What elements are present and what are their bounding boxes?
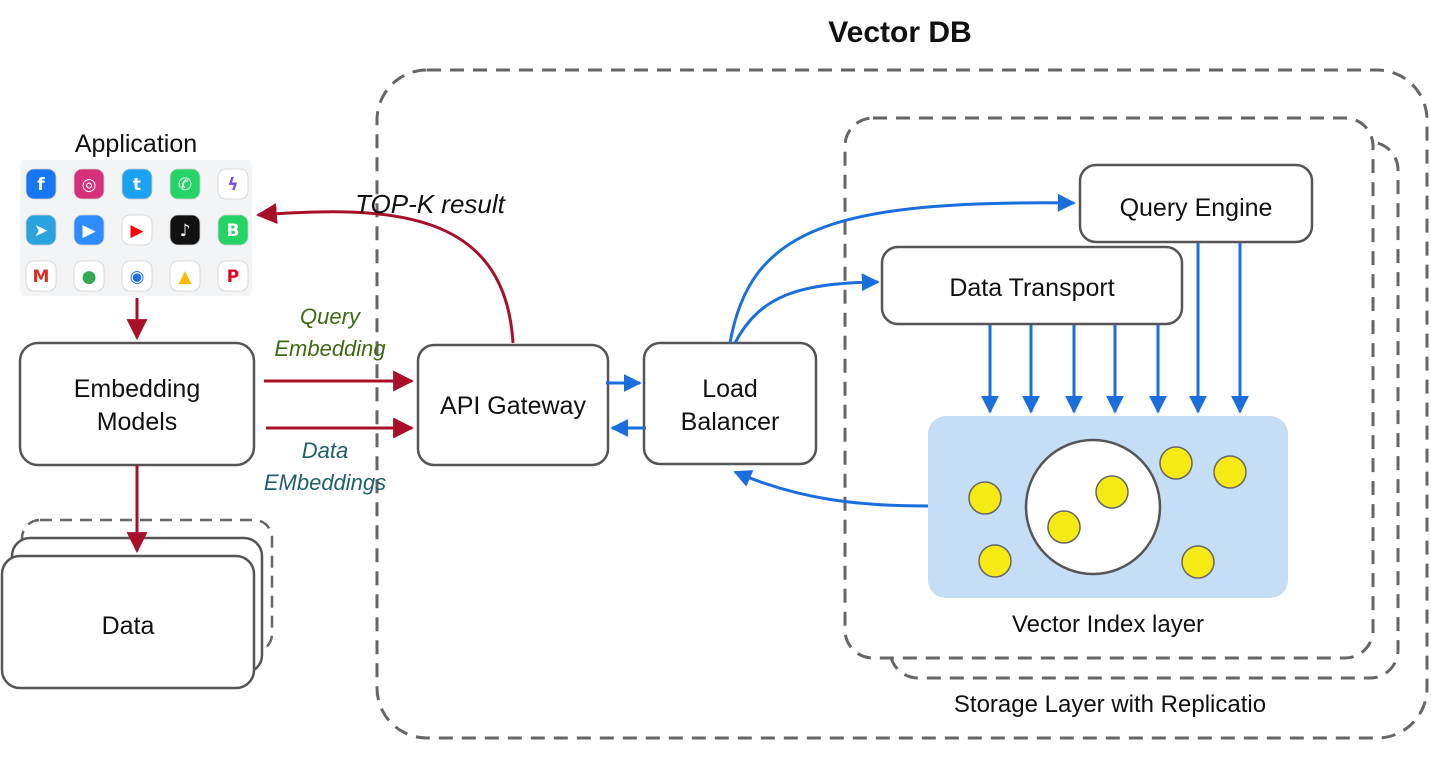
tiktok-icon: ♪	[169, 214, 201, 246]
vector-point	[1213, 455, 1247, 489]
svg-text:▲: ▲	[178, 267, 192, 287]
vector-point	[1181, 545, 1215, 579]
svg-text:◎: ◎	[82, 175, 97, 195]
topk-result-arrow	[255, 203, 515, 344]
svg-text:M: M	[33, 267, 50, 287]
query-engine-label: Query Engine	[1120, 194, 1273, 222]
embedding-models-label-line2: Models	[97, 408, 178, 436]
query-embedding-label-line1: Query	[300, 304, 362, 329]
svg-text:P: P	[227, 267, 239, 287]
vector-db-boundary	[375, 68, 1429, 740]
facebook-icon: f	[25, 168, 57, 200]
index-to-balancer-arrow	[733, 470, 929, 508]
svg-text:▶: ▶	[82, 221, 96, 241]
balancer-to-data-transport-arrow	[733, 273, 880, 344]
svg-text:◉: ◉	[130, 267, 145, 287]
data-embeddings-label-line1: Data	[302, 438, 348, 463]
vector-point	[1159, 446, 1193, 480]
vector-point	[1095, 475, 1129, 509]
balancer-to-query-engine-arrow	[728, 193, 1076, 344]
diagram-title: Vector DB	[828, 16, 971, 49]
vector-point	[968, 481, 1002, 515]
data-transport-node[interactable]	[880, 245, 1184, 326]
zoom-icon: ▶	[73, 214, 105, 246]
twitter-icon: t	[121, 168, 153, 200]
application-icons: f ◎ t ✆ ϟ ➤ ▶ ▶ ♪ B M ● ◉ ▲ P	[25, 168, 249, 292]
data-transport-label: Data Transport	[949, 274, 1114, 302]
storage-layer-label: Storage Layer with Replicatio	[954, 691, 1266, 718]
index-cluster	[1024, 438, 1162, 576]
query-embedding-label-line2: Embedding	[274, 336, 386, 361]
api-gateway-label: API Gateway	[440, 392, 586, 420]
telegram-icon: ➤	[25, 214, 57, 246]
blue-arrows	[606, 193, 1249, 508]
youtube-icon: ▶	[121, 214, 153, 246]
whatsapp-icon: ✆	[169, 168, 201, 200]
instagram-icon: ◎	[73, 168, 105, 200]
gmail-icon: M	[25, 260, 57, 292]
svg-text:➤: ➤	[34, 221, 48, 241]
load-balancer-node[interactable]	[642, 341, 818, 466]
api-gateway-node[interactable]	[416, 343, 610, 467]
query-engine-node[interactable]	[1078, 163, 1314, 244]
embedding-models-label-line1: Embedding	[74, 375, 200, 403]
svg-text:B: B	[227, 221, 240, 241]
data-store-node[interactable]	[0, 554, 256, 690]
whatsapp-business-icon: B	[217, 214, 249, 246]
google-drive-icon: ▲	[169, 260, 201, 292]
vector-index-label: Vector Index layer	[1012, 611, 1204, 638]
google-maps-icon: ●	[73, 260, 105, 292]
vector-point	[1047, 510, 1081, 544]
google-duo-icon: ◉	[121, 260, 153, 292]
load-balancer-label-line1: Load	[702, 375, 758, 403]
svg-text:♪: ♪	[180, 221, 191, 241]
topk-result-label: TOP-K result	[355, 189, 507, 219]
svg-text:●: ●	[82, 267, 97, 287]
svg-text:✆: ✆	[178, 175, 192, 195]
messenger-icon: ϟ	[217, 168, 249, 200]
svg-text:ϟ: ϟ	[227, 175, 238, 195]
vector-point	[978, 544, 1012, 578]
data-store-label: Data	[102, 612, 155, 640]
embedding-models-node[interactable]	[18, 341, 256, 467]
svg-text:t: t	[133, 175, 141, 195]
red-arrows	[126, 203, 515, 554]
svg-text:▶: ▶	[130, 221, 144, 241]
data-embeddings-label-line2: EMbeddings	[264, 470, 386, 495]
svg-text:f: f	[37, 175, 45, 195]
vector-points	[968, 446, 1247, 579]
application-label: Application	[75, 130, 197, 158]
pinterest-icon: P	[217, 260, 249, 292]
load-balancer-label-line2: Balancer	[681, 408, 780, 436]
